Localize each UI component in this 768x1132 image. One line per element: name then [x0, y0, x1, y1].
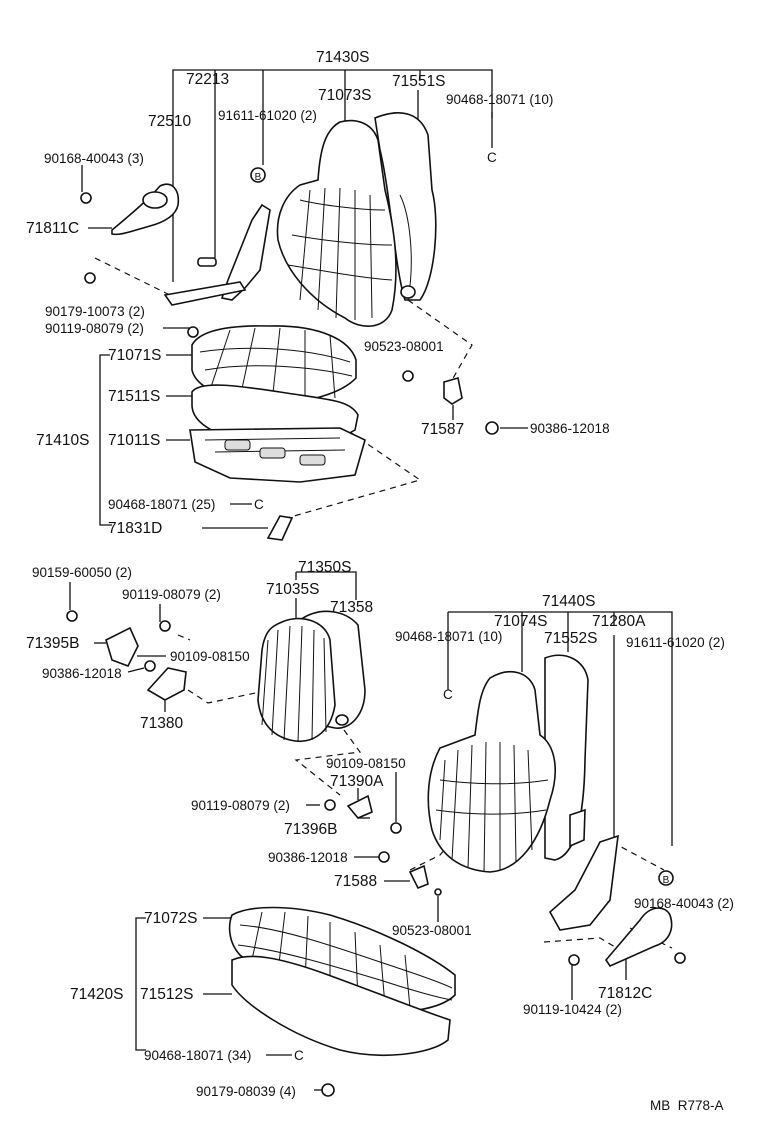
label-71588: 71588: [334, 873, 377, 890]
rear-seat-cushion: [228, 906, 456, 1097]
bottom-labels: 71072S 71420S 71512S 90468-18071 (34) C …: [70, 910, 724, 1113]
label-71011S: 71011S: [108, 432, 160, 449]
passenger-seatback-71074S: B: [427, 654, 686, 968]
label-90468-18071-10-top: 90468-18071 (10): [446, 92, 553, 107]
rear-left-labels: 71350S 90159-60050 (2) 90119-08079 (2) 7…: [26, 559, 472, 938]
label-71358: 71358: [330, 599, 373, 616]
label-71551S: 71551S: [392, 73, 445, 90]
label-71812C: 71812C: [598, 985, 652, 1002]
label-c-top: C: [487, 150, 497, 165]
right-leader-lines: [447, 611, 673, 1000]
label-71396B: 71396B: [284, 821, 337, 838]
label-71831D: 71831D: [108, 520, 162, 537]
label-90386-12018-left: 90386-12018: [42, 666, 122, 681]
label-90168-40043-3: 90168-40043 (3): [44, 151, 144, 166]
label-c-bottom: C: [294, 1048, 304, 1063]
label-71512S: 71512S: [140, 986, 193, 1003]
label-90179-10073-2: 90179-10073 (2): [45, 304, 145, 319]
label-71350S: 71350S: [298, 559, 351, 576]
rear-seatback-71035S: [257, 610, 366, 743]
label-71072S: 71072S: [144, 910, 197, 927]
label-71380: 71380: [140, 715, 183, 732]
circle-b-low: B: [663, 875, 670, 886]
label-90179-08039-4: 90179-08039 (4): [196, 1084, 296, 1099]
label-71440S: 71440S: [542, 593, 595, 610]
front-seat-cushion: [189, 325, 499, 541]
right-labels: 71440S 90468-18071 (10) 71074S 71280A 71…: [395, 593, 734, 1017]
label-72510: 72510: [148, 113, 191, 130]
label-91611-61020-2-right: 91611-61020 (2): [626, 635, 725, 650]
recliner-hinge-72510: B: [163, 167, 271, 306]
label-71074S: 71074S: [494, 613, 547, 630]
label-71430S: 71430S: [316, 49, 369, 66]
label-71511S: 71511S: [108, 388, 160, 405]
top-labels: 71430S 72213 71073S 71551S 90468-18071 (…: [26, 49, 610, 537]
label-71811C: 71811C: [26, 220, 79, 237]
front-seatback-71073S: [276, 112, 437, 327]
label-90109-08150-left: 90109-08150: [170, 649, 250, 664]
label-90119-08079-2-mid: 90119-08079 (2): [122, 587, 221, 602]
label-71035S: 71035S: [266, 581, 319, 598]
label-90386-12018-low: 90386-12018: [268, 850, 348, 865]
top-leader-lines: [81, 69, 528, 529]
rear-left-hinges: [66, 610, 442, 896]
label-90468-18071-10-right: 90468-18071 (10): [395, 629, 502, 644]
label-90168-40043-2: 90168-40043 (2): [634, 896, 734, 911]
label-c-mid: C: [254, 497, 264, 512]
label-71410S: 71410S: [36, 432, 89, 449]
label-90468-18071-25: 90468-18071 (25): [108, 497, 215, 512]
label-71552S: 71552S: [544, 630, 597, 647]
rear-left-leader-lines: [69, 571, 439, 922]
label-90119-08079-2-top: 90119-08079 (2): [45, 321, 144, 336]
label-90468-18071-34: 90468-18071 (34): [144, 1048, 251, 1063]
label-72213: 72213: [186, 71, 229, 88]
label-90119-08079-2-low: 90119-08079 (2): [191, 798, 290, 813]
label-90523-08001-top: 90523-08001: [364, 339, 444, 354]
label-90159-60050-2: 90159-60050 (2): [32, 565, 132, 580]
circle-b-top: B: [255, 172, 262, 183]
label-91611-61020-2-top: 91611-61020 (2): [218, 108, 317, 123]
side-cover-71811C: [80, 183, 199, 338]
label-90119-10424-2: 90119-10424 (2): [523, 1002, 622, 1017]
rear-left-dashed: [177, 634, 471, 871]
label-71420S: 71420S: [70, 986, 123, 1003]
label-71395B: 71395B: [26, 635, 79, 652]
label-90386-12018-top: 90386-12018: [530, 421, 610, 436]
label-71587: 71587: [421, 421, 464, 438]
label-71071S: 71071S: [108, 347, 161, 364]
label-71390A: 71390A: [330, 773, 384, 790]
label-90523-08001-low: 90523-08001: [392, 923, 472, 938]
label-71073S: 71073S: [318, 87, 371, 104]
diagram-code: MB R778-A: [650, 1098, 724, 1113]
label-90109-08150-mid: 90109-08150: [326, 756, 406, 771]
label-c-right: C: [443, 687, 453, 702]
label-71280A: 71280A: [592, 613, 646, 630]
bottom-leader-lines: [135, 917, 324, 1091]
